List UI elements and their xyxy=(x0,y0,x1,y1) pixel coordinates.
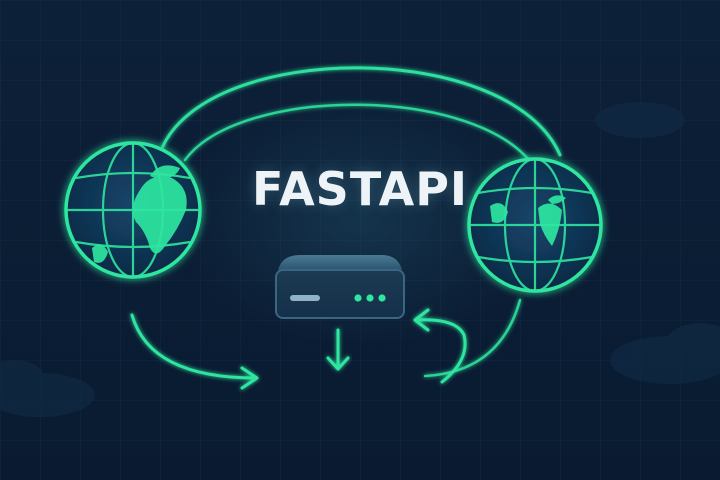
arrow-right-icon xyxy=(130,313,259,390)
server-icon xyxy=(275,255,405,319)
connection-arcs xyxy=(160,66,562,170)
background-clouds xyxy=(0,102,720,417)
arrow-down-icon xyxy=(326,328,350,371)
globe-icon-left xyxy=(64,141,202,279)
page-title: FASTAPI xyxy=(251,162,469,216)
globe-icon-right xyxy=(467,157,603,293)
arrow-curved-icon xyxy=(413,298,522,384)
